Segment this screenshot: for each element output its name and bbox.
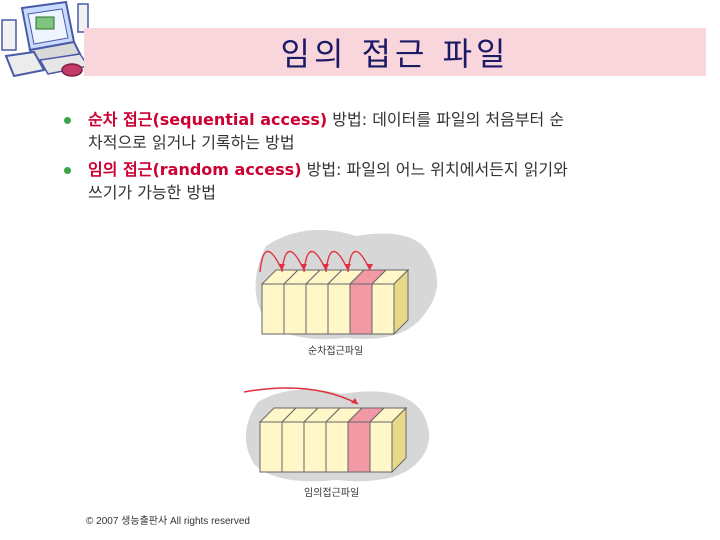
file-block bbox=[325, 421, 349, 473]
term-sequential: 순차 접근(sequential access) bbox=[88, 110, 328, 129]
file-block bbox=[303, 421, 327, 473]
sequential-caption: 순차접근파일 bbox=[308, 346, 364, 357]
arrow-head-icon bbox=[366, 264, 373, 270]
file-block-side bbox=[393, 268, 409, 336]
bullet-dot-icon bbox=[64, 167, 71, 174]
bullet-text-line1: 방법: 데이터를 파일의 처음부터 순 bbox=[327, 110, 565, 129]
file-block bbox=[347, 421, 371, 473]
file-block bbox=[283, 283, 307, 335]
file-block bbox=[259, 421, 283, 473]
bullet-item-random: 임의 접근(random access) 방법: 파일의 어느 위치에서든지 읽… bbox=[58, 158, 698, 204]
file-block bbox=[369, 421, 393, 473]
random-caption: 임의접근파일 bbox=[304, 488, 360, 499]
file-block bbox=[327, 283, 351, 335]
copyright-footer: © 2007 생능출판사 All rights reserved bbox=[86, 516, 250, 527]
bullet-item-sequential: 순차 접근(sequential access) 방법: 데이터를 파일의 처음… bbox=[58, 108, 698, 154]
title-bar bbox=[84, 28, 706, 76]
bullet-text-line2: 쓰기가 가능한 방법 bbox=[88, 183, 216, 202]
term-random: 임의 접근(random access) bbox=[88, 160, 302, 179]
jump-arrow bbox=[243, 387, 359, 405]
computer-icon bbox=[1, 0, 90, 78]
bullet-text-line2: 차적으로 읽거나 기록하는 방법 bbox=[88, 133, 295, 152]
arrow-head-icon bbox=[351, 398, 358, 404]
file-block bbox=[281, 421, 305, 473]
bullet-text-line1: 방법: 파일의 어느 위치에서든지 읽기와 bbox=[301, 160, 568, 179]
file-block bbox=[371, 283, 395, 335]
file-block bbox=[261, 283, 285, 335]
file-block bbox=[349, 283, 373, 335]
bullet-list: 순차 접근(sequential access) 방법: 데이터를 파일의 처음… bbox=[58, 108, 698, 208]
slide-title: 임의 접근 파일 bbox=[280, 35, 510, 73]
sequential-access-diagram bbox=[255, 229, 438, 340]
random-access-diagram bbox=[243, 387, 430, 482]
bullet-dot-icon bbox=[64, 117, 71, 124]
file-block bbox=[305, 283, 329, 335]
file-block-side bbox=[391, 406, 407, 474]
